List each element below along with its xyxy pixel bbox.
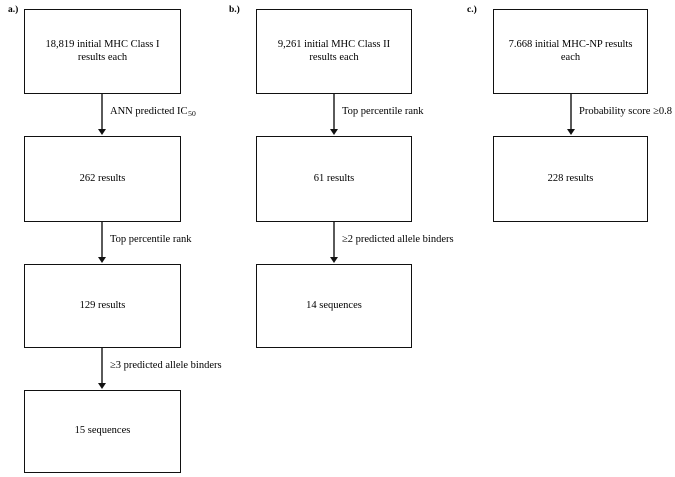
panel-c-box-1: 7.668 initial MHC-NP results each: [493, 9, 648, 94]
panel-b-box-2-text: 61 results: [313, 172, 355, 184]
panel-b-box-3-text: 14 sequences: [306, 299, 362, 311]
panel-label-b: b.): [229, 5, 240, 15]
panel-a-box-4-text: 15 sequences: [74, 425, 131, 437]
panel-b-edge-label-1-prefix: Top percentile rank: [342, 106, 424, 117]
panel-a-edge-label-1: ANN predicted IC50: [110, 106, 196, 118]
panel-b-box-2: 61 results: [256, 136, 412, 222]
panel-a-connector-1: [101, 94, 103, 130]
panel-a-connector-3: [101, 348, 103, 384]
panel-a-arrowhead-1: [97, 129, 106, 135]
panel-c-connector-1: [570, 94, 572, 130]
panel-a-box-2: 262 results: [24, 136, 181, 222]
panel-a-box-3-text: 129 results: [79, 299, 126, 311]
panel-c-box-2: 228 results: [493, 136, 648, 222]
panel-c-arrowhead-1: [566, 129, 575, 135]
panel-a-edge-label-2-prefix: Top percentile rank: [110, 234, 192, 245]
panel-b-arrowhead-2: [329, 257, 338, 263]
panel-c-box-2-text: 228 results: [547, 172, 594, 184]
panel-b-arrowhead-1: [329, 129, 338, 135]
panel-a-edge-label-3: ≥3 predicted allele binders: [110, 360, 222, 372]
panel-a-arrowhead-2: [97, 257, 106, 263]
panel-b-connector-1: [333, 94, 335, 130]
panel-label-c: c.): [467, 5, 477, 15]
panel-b-connector-2: [333, 222, 335, 258]
panel-b-edge-label-2-prefix: ≥2 predicted allele binders: [342, 234, 454, 245]
panel-a-edge-label-3-prefix: ≥3 predicted allele binders: [110, 360, 222, 371]
panel-c-edge-label-1-prefix: Probability score ≥0.8: [579, 106, 672, 117]
panel-a-arrowhead-3: [97, 383, 106, 389]
panel-b-box-1-text: 9,261 initial MHC Class II results each: [277, 38, 391, 63]
panel-a-box-1: 18,819 initial MHC Class I results each: [24, 9, 181, 94]
panel-b-edge-label-1: Top percentile rank: [342, 106, 423, 118]
panel-a-edge-label-1-prefix: ANN predicted IC: [110, 106, 188, 117]
panel-a-box-3: 129 results: [24, 264, 181, 348]
panel-b-edge-label-2: ≥2 predicted allele binders: [342, 234, 454, 246]
panel-a-edge-label-2: Top percentile rank: [110, 234, 191, 246]
panel-a-box-2-text: 262 results: [79, 172, 126, 184]
panel-b-box-1: 9,261 initial MHC Class II results each: [256, 9, 412, 94]
panel-c-box-1-text: 7.668 initial MHC-NP results each: [508, 38, 633, 63]
panel-a-edge-label-1-sub: 50: [188, 109, 196, 119]
panel-label-a: a.): [8, 5, 19, 15]
panel-a-box-4: 15 sequences: [24, 390, 181, 473]
panel-c-edge-label-1: Probability score ≥0.8: [579, 106, 672, 118]
panel-a-box-1-text: 18,819 initial MHC Class I results each: [45, 38, 160, 63]
panel-b-box-3: 14 sequences: [256, 264, 412, 348]
panel-a-connector-2: [101, 222, 103, 258]
